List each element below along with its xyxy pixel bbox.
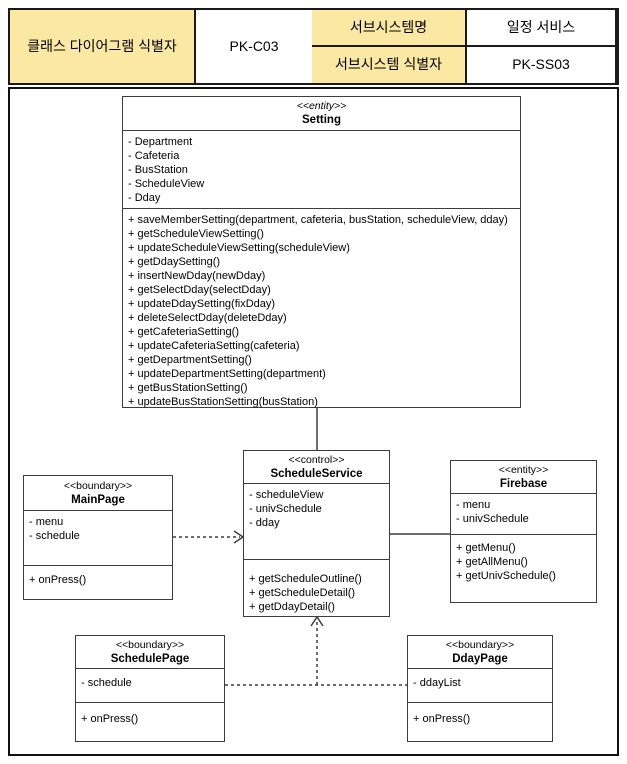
header-label-subsystem-name: 서브시스템명 — [312, 10, 467, 47]
member-line: + onPress() — [81, 713, 139, 725]
member-line: + getDdayDetail() — [249, 601, 335, 613]
class-name: Setting — [302, 114, 341, 126]
class-header: <<entity>> Firebase — [451, 461, 596, 493]
class-methods: + saveMemberSetting(department, cafeteri… — [123, 208, 520, 409]
member-line: - schedule — [29, 530, 80, 542]
class-header: <<boundary>> MainPage — [24, 476, 172, 510]
class-name: MainPage — [71, 493, 125, 506]
class-methods: + onPress() — [24, 565, 172, 601]
member-line: + getMenu() — [456, 542, 516, 554]
class-methods: + getScheduleOutline() + getScheduleDetai… — [244, 559, 389, 618]
member-line: + updateScheduleViewSetting(scheduleView… — [128, 242, 350, 254]
header-table: 서브시스템명 일정 서비스 클래스 다이어그램 식별자 PK-C03 서브시스템… — [8, 8, 619, 85]
class-attributes: - scheduleView - univSchedule - dday — [244, 483, 389, 559]
class-box-ddaypage: <<boundary>> DdayPage - ddayList + onPre… — [407, 635, 553, 742]
member-line: - Cafeteria — [128, 150, 180, 162]
member-line: + insertNewDday(newDday) — [128, 270, 266, 282]
member-line: - univSchedule — [456, 513, 529, 525]
member-line: + getDepartmentSetting() — [128, 354, 252, 366]
class-methods: + getMenu() + getAllMenu() + getUnivSchedu… — [451, 534, 596, 604]
header-value-subsystem-name: 일정 서비스 — [467, 10, 617, 47]
member-line: + updateCafeteriaSetting(cafeteria) — [128, 340, 300, 352]
class-stereotype: <<boundary>> — [115, 638, 185, 651]
member-line: + getSelectDday(selectDday) — [128, 284, 271, 296]
class-name: DdayPage — [452, 652, 508, 665]
class-box-scheduleservice: <<control>> ScheduleService - scheduleVi… — [243, 450, 390, 617]
class-box-schedulepage: <<boundary>> SchedulePage - schedule + o… — [75, 635, 225, 742]
member-line: - univSchedule — [249, 503, 322, 515]
class-box-setting: <<entity>> Setting - Department - Cafeter… — [122, 96, 521, 408]
member-line: + getUnivSchedule() — [456, 570, 556, 582]
class-name: SchedulePage — [110, 652, 190, 665]
class-methods: + onPress() — [76, 702, 224, 743]
member-line: + updateDepartmentSetting(department) — [128, 368, 326, 380]
class-stereotype: <<entity>> — [498, 463, 549, 476]
class-methods: + onPress() — [408, 702, 552, 743]
header-label-subsystem-id: 서브시스템 식별자 — [312, 46, 467, 83]
class-header: <<boundary>> DdayPage — [408, 636, 552, 668]
member-line: + getScheduleViewSetting() — [128, 228, 264, 240]
class-stereotype: <<control>> — [288, 453, 345, 466]
member-line: + getBusStationSetting() — [128, 382, 248, 394]
member-line: + getScheduleDetail() — [249, 587, 356, 599]
member-line: - dday — [249, 517, 280, 529]
member-line: + getScheduleOutline() — [249, 573, 362, 585]
class-attributes: - ddayList — [408, 668, 552, 702]
member-line: - Department — [128, 136, 193, 148]
member-line: - ScheduleView — [128, 178, 205, 190]
member-line: - scheduleView — [249, 489, 324, 501]
member-line: - menu — [29, 516, 64, 528]
member-line: + onPress() — [413, 713, 471, 725]
class-attributes: - menu - univSchedule — [451, 493, 596, 534]
class-name: Firebase — [499, 477, 548, 490]
class-attributes: - menu - schedule — [24, 510, 172, 565]
class-attributes: - Department - Cafeteria - BusStation - Sch… — [123, 130, 520, 208]
header-value-subsystem-id: PK-SS03 — [467, 46, 617, 83]
class-header: <<boundary>> SchedulePage — [76, 636, 224, 668]
class-header: <<control>> ScheduleService — [244, 451, 389, 483]
arrowhead-pages-scheduleservice — [310, 615, 324, 627]
class-attributes: - schedule — [76, 668, 224, 702]
member-line: + onPress() — [29, 574, 87, 586]
member-line: - Dday — [128, 192, 161, 204]
member-line: + updateDdaySetting(fixDday) — [128, 298, 276, 310]
connector-layer — [173, 408, 450, 686]
member-line: + getCafeteriaSetting() — [128, 326, 239, 338]
member-line: + deleteSelectDday(deleteDday) — [128, 312, 287, 324]
member-line: + updateBusStationSetting(busStation) — [128, 396, 318, 408]
header-value-class-diagram-id: PK-C03 — [229, 38, 279, 55]
class-box-mainpage: <<boundary>> MainPage - menu - schedule +… — [23, 475, 173, 600]
member-line: - ddayList — [413, 677, 461, 689]
member-line: + getAllMenu() — [456, 556, 528, 568]
member-line: - BusStation — [128, 164, 188, 176]
member-line: - schedule — [81, 677, 132, 689]
class-box-firebase: <<entity>> Firebase - menu - univSchedule… — [450, 460, 597, 603]
member-line: + saveMemberSetting(department, cafeteri… — [128, 214, 508, 226]
member-line: + getDdaySetting() — [128, 256, 221, 268]
class-name: ScheduleService — [270, 467, 363, 480]
header-label-class-diagram-id: 클래스 다이어그램 식별자 — [10, 10, 196, 83]
class-stereotype: <<boundary>> — [445, 638, 515, 651]
class-stereotype: <<entity>> — [296, 100, 347, 112]
class-header: <<entity>> Setting — [123, 97, 520, 130]
class-stereotype: <<boundary>> — [63, 479, 133, 492]
member-line: - menu — [456, 499, 491, 511]
